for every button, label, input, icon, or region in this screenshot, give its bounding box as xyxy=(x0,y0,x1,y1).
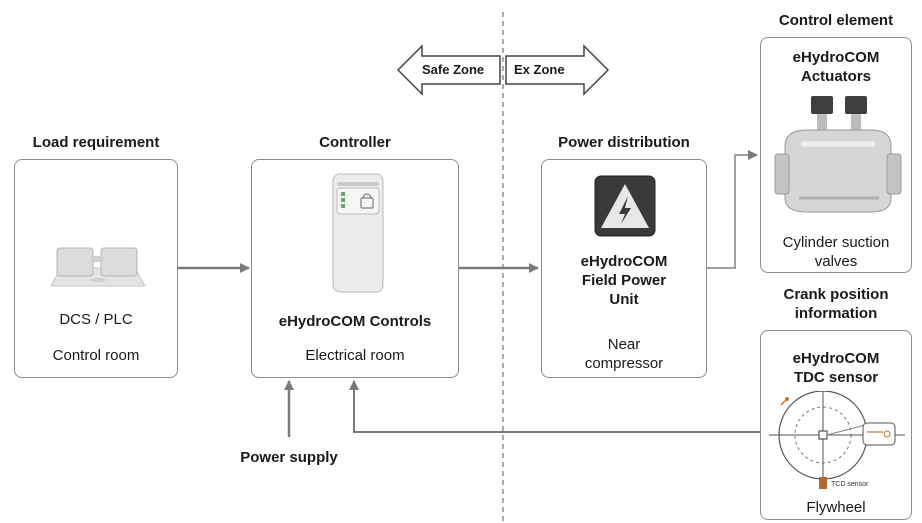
near-compressor-line1: Near xyxy=(607,336,641,353)
power-distribution-box: eHydroCOM Field Power Unit Near compress… xyxy=(541,159,707,378)
tdc-sensor-name-line2: TDC sensor xyxy=(793,369,879,386)
actuator-valve-icon xyxy=(774,96,902,213)
controller-cabinet-icon xyxy=(332,173,384,293)
safe-zone-arrow xyxy=(396,44,501,96)
controller-box: eHydroCOM Controls Electrical room xyxy=(251,159,459,378)
control-element-heading: Control element xyxy=(778,12,894,29)
crank-position-heading-line2: information xyxy=(794,305,878,322)
arrow-tdc-sensor-to-controller xyxy=(349,380,760,433)
ex-zone-label: Ex Zone xyxy=(514,62,565,77)
crank-position-heading-line1: Crank position xyxy=(783,286,889,303)
power-supply-label: Power supply xyxy=(240,449,338,466)
actuators-name-line2: Actuators xyxy=(800,68,871,85)
power-distribution-heading: Power distribution xyxy=(558,134,690,151)
dcs-plc-device-icon xyxy=(50,247,146,287)
field-power-unit-line3: Unit xyxy=(609,291,639,308)
crank-position-box: eHydroCOM TDC sensor TCD sensor Flywheel xyxy=(760,330,912,520)
tcd-sensor-label: TCD sensor xyxy=(831,481,869,488)
controller-heading: Controller xyxy=(319,134,391,151)
arrow-power-unit-to-actuators xyxy=(707,150,758,269)
dcs-plc-label: DCS / PLC xyxy=(59,311,133,328)
field-power-unit-line1: eHydroCOM xyxy=(580,253,668,270)
field-power-unit-line2: Field Power xyxy=(581,272,667,289)
flywheel-tdc-sensor-icon xyxy=(769,391,905,489)
high-voltage-warning-icon xyxy=(594,175,656,237)
near-compressor-line2: compressor xyxy=(584,355,664,372)
ex-zone-arrow xyxy=(505,44,610,96)
control-element-box: eHydroCOM Actuators Cylinder suction val… xyxy=(760,37,912,273)
safe-zone-label: Safe Zone xyxy=(422,62,485,77)
control-room-label: Control room xyxy=(52,347,140,364)
tdc-sensor-name-line1: eHydroCOM xyxy=(792,350,880,367)
cylinder-suction-line2: valves xyxy=(814,253,858,270)
cylinder-suction-line1: Cylinder suction xyxy=(782,234,890,251)
flywheel-label: Flywheel xyxy=(806,499,866,516)
controller-name: eHydroCOM Controls xyxy=(278,313,432,330)
electrical-room-label: Electrical room xyxy=(305,347,405,364)
actuators-name-line1: eHydroCOM xyxy=(792,49,880,66)
load-requirement-box: DCS / PLC Control room xyxy=(14,159,178,378)
load-requirement-heading: Load requirement xyxy=(32,134,160,151)
